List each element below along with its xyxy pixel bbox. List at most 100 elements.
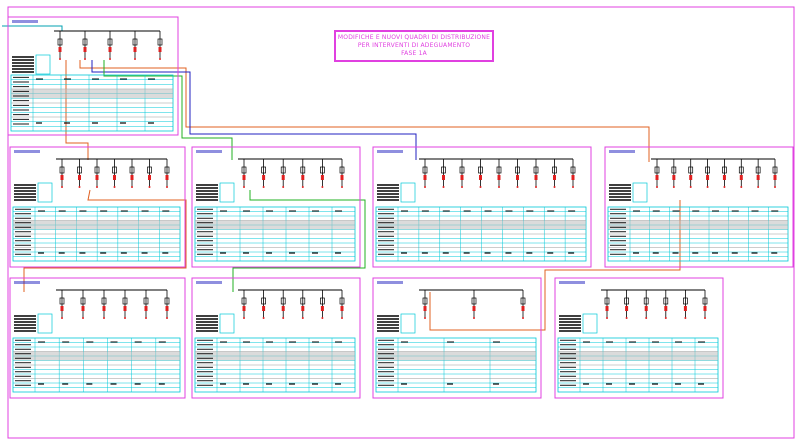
breaker-red-mark — [158, 47, 162, 52]
breaker-symbol — [533, 166, 539, 174]
breaker-terminal — [61, 186, 63, 188]
breaker-symbol — [280, 297, 286, 305]
breaker-red-mark — [625, 306, 629, 311]
breaker-red-mark — [773, 175, 777, 180]
breaker-red-mark — [739, 175, 743, 180]
breaker-terminal — [757, 186, 760, 188]
breaker-red-mark — [664, 306, 668, 311]
panel-label-mark — [196, 150, 222, 153]
legend-box — [37, 313, 53, 334]
breaker-symbol — [241, 297, 247, 305]
breaker-terminal — [424, 317, 426, 319]
breaker-red-mark — [58, 47, 62, 52]
breaker-terminal — [145, 317, 147, 319]
breaker-symbol — [261, 166, 266, 174]
breaker-terminal — [59, 58, 61, 60]
breaker-red-mark — [130, 175, 134, 180]
panel-label-mark — [559, 281, 585, 284]
breaker-terminal — [442, 186, 445, 188]
breaker-symbol — [143, 297, 149, 305]
breaker-symbol — [496, 166, 502, 174]
feeder-to-panel-r3c2 — [232, 190, 366, 292]
breaker-terminal — [243, 317, 245, 319]
breaker-red-mark — [516, 175, 519, 180]
breaker-symbol — [604, 297, 610, 305]
breaker-symbol — [643, 297, 649, 305]
breaker-red-mark — [301, 306, 305, 311]
breaker-terminal — [159, 58, 161, 60]
legend-box — [632, 182, 648, 203]
breaker-red-mark — [703, 306, 707, 311]
breaker-terminal — [61, 317, 63, 319]
breaker-red-mark — [689, 175, 693, 180]
breaker-terminal — [301, 186, 304, 188]
breaker-symbol — [82, 38, 88, 46]
breaker-symbol — [107, 38, 113, 46]
breaker-terminal — [148, 186, 151, 188]
feeder-to-panel-r2c3 — [91, 60, 417, 160]
breaker-red-mark — [423, 175, 427, 180]
panel-frame — [372, 277, 542, 399]
breaker-red-mark — [442, 175, 445, 180]
breaker-symbol — [300, 297, 306, 305]
table-shaded-band — [13, 220, 180, 230]
feeder-to-panel-r2c4 — [79, 60, 650, 162]
table-shaded-band — [13, 351, 180, 361]
breaker-red-mark — [95, 175, 99, 180]
panel-frame — [604, 146, 794, 268]
incoming-feeder — [2, 25, 63, 31]
breaker-red-mark — [655, 175, 659, 180]
breaker-red-mark — [144, 306, 148, 311]
breaker-terminal — [704, 317, 706, 319]
legend-box — [219, 182, 235, 203]
panel-frame — [372, 146, 592, 268]
breaker-red-mark — [78, 175, 81, 180]
breaker-terminal — [341, 317, 343, 319]
breaker-terminal — [82, 317, 84, 319]
breaker-red-mark — [133, 47, 137, 52]
breaker-red-mark — [756, 175, 760, 180]
breaker-terminal — [113, 186, 116, 188]
legend-box — [400, 182, 416, 203]
breaker-red-mark — [644, 306, 648, 311]
breaker-terminal — [131, 186, 133, 188]
breaker-red-mark — [281, 306, 285, 311]
title-block: MODIFICHE E NUOVI QUADRI DI DISTRIBUZION… — [334, 30, 494, 62]
breaker-red-mark — [683, 306, 687, 311]
breaker-terminal — [606, 317, 608, 319]
panel-frame — [9, 146, 186, 268]
feeder-to-panel-r3c4 — [429, 200, 681, 331]
breaker-terminal — [243, 186, 245, 188]
breaker-terminal — [740, 186, 743, 188]
breaker-red-mark — [60, 175, 64, 180]
panel-r3c2 — [191, 277, 361, 399]
breaker-symbol — [300, 166, 306, 174]
breaker-terminal — [498, 186, 500, 188]
breaker-terminal — [689, 186, 692, 188]
breaker-symbol — [77, 166, 82, 174]
breaker-red-mark — [672, 175, 676, 180]
breaker-red-mark — [81, 306, 85, 311]
breaker-red-mark — [497, 175, 501, 180]
breaker-symbol — [570, 166, 576, 174]
breaker-terminal — [516, 186, 519, 188]
breaker-symbol — [702, 297, 708, 305]
panel-main — [7, 16, 179, 136]
breaker-symbol — [471, 297, 477, 305]
panel-label-mark — [14, 281, 40, 284]
breaker-symbol — [738, 166, 744, 174]
outer-border — [7, 6, 795, 439]
breaker-symbol — [683, 297, 688, 305]
breaker-red-mark — [706, 175, 710, 180]
panel-label-mark — [609, 150, 635, 153]
breaker-terminal — [684, 317, 687, 319]
breaker-symbol — [280, 166, 286, 174]
panel-label-mark — [12, 20, 38, 23]
breaker-terminal — [124, 317, 126, 319]
breaker-terminal — [282, 186, 285, 188]
table-shaded-band — [376, 220, 586, 230]
table-shaded-band — [195, 351, 355, 361]
breaker-red-mark — [301, 175, 305, 180]
breaker-terminal — [535, 186, 537, 188]
breaker-terminal — [301, 317, 304, 319]
